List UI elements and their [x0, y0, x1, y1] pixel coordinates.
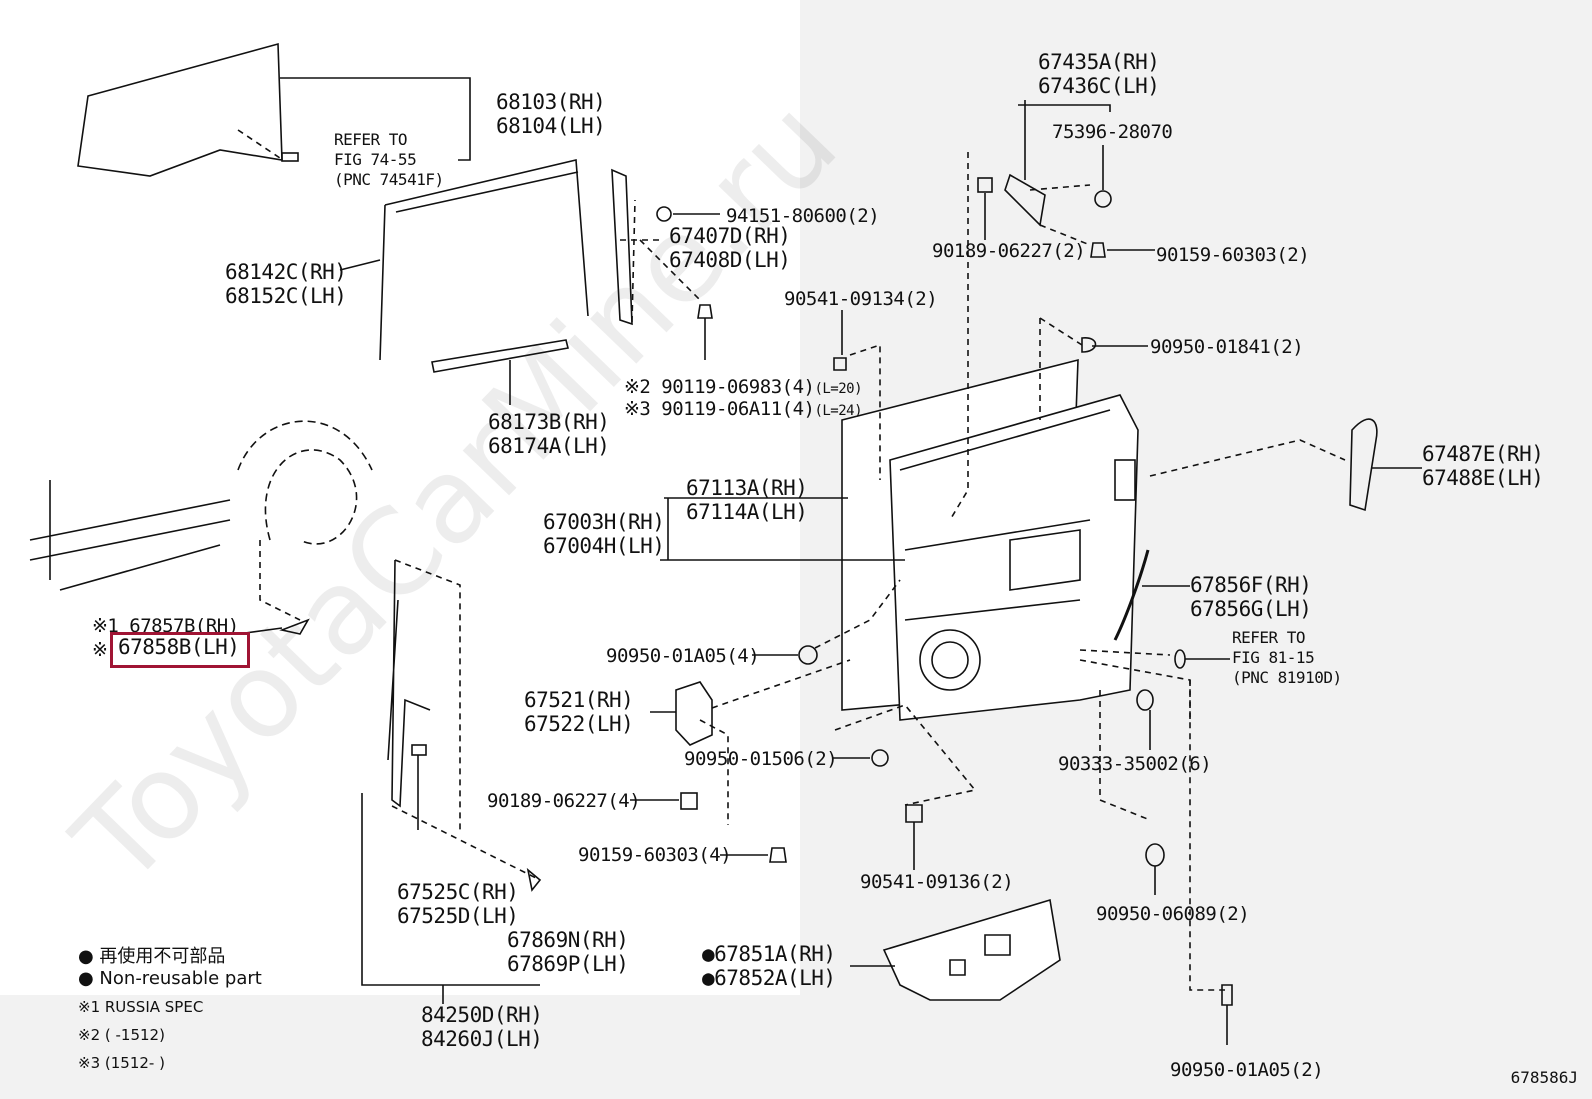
label-67521: 67521(RH)67522(LH) — [524, 688, 634, 736]
label-90950-01A05-bottom: 90950-01A05(2) — [1170, 1059, 1324, 1081]
label-68142: 68142C(RH)68152C(LH) — [225, 260, 347, 308]
label-90159-lower: 90159-60303(4) — [578, 844, 732, 866]
label-67869: 67869N(RH)67869P(LH) — [507, 928, 629, 976]
service-hole-cover-67851 — [882, 898, 1061, 1001]
label-67525: 67525C(RH)67525D(LH) — [397, 880, 519, 928]
hinge-bracket-67435 — [1004, 173, 1046, 227]
clip-90189-lower — [680, 792, 698, 810]
legend-note-3: ※3 (1512- ) — [78, 1054, 165, 1072]
label-90119-a: ※2 90119-06983(4)(L=20) — [624, 376, 863, 398]
lock-cover-67521 — [675, 681, 713, 746]
label-68173: 68173B(RH)68174A(LH) — [488, 410, 610, 458]
label-90541-09136: 90541-09136(2) — [860, 871, 1014, 893]
label-67487: 67487E(RH)67488E(LH) — [1422, 442, 1544, 490]
belt-moulding-part — [431, 339, 569, 373]
plug-90950-01841 — [1081, 337, 1097, 353]
label-67856: 67856F(RH)67856G(LH) — [1190, 573, 1312, 621]
rear-wheel-arch — [237, 420, 373, 545]
background-panel-bottom — [0, 995, 800, 1099]
bolt-90119 — [697, 304, 713, 360]
label-94151: 94151-80600(2) — [726, 205, 880, 227]
label-90950-01841: 90950-01841(2) — [1150, 336, 1304, 358]
label-90950-06089: 90950-06089(2) — [1096, 903, 1250, 925]
nut-94151 — [656, 206, 672, 222]
label-90950-01506: 90950-01506(2) — [684, 748, 838, 770]
division-bar-part — [611, 168, 633, 326]
wire-harness-part — [387, 559, 431, 808]
plug-90333 — [1136, 689, 1154, 711]
quarter-glass-part — [77, 42, 283, 177]
label-90159-top: 90159-60303(2) — [1156, 244, 1310, 266]
legend-non-reusable: ● Non-reusable part — [78, 968, 262, 989]
run-channel-part — [379, 159, 589, 361]
label-90189-top: 90189-06227(2) — [932, 240, 1086, 262]
label-90333: 90333-35002(6) — [1058, 753, 1212, 775]
clip-90950-01506 — [871, 749, 889, 767]
label-75396: 75396-28070 — [1052, 121, 1173, 143]
label-90189-lower: 90189-06227(4) — [487, 790, 641, 812]
label-90119-b: ※3 90119-06A11(4)(L=24) — [624, 398, 863, 420]
label-67858-highlighted[interactable]: 67858B(LH) — [118, 635, 240, 659]
label-68103: 68103(RH)68104(LH) — [496, 90, 606, 138]
clip-90189-top — [977, 177, 993, 193]
legend-note-1: ※1 RUSSIA SPEC — [78, 998, 204, 1016]
clip-90950-01A05-bottom — [1221, 984, 1233, 1006]
bolt-90159-top — [1090, 242, 1106, 258]
cap-75396 — [1094, 190, 1112, 208]
clip-67869 — [526, 867, 542, 892]
weatherstrip-67856 — [1113, 549, 1150, 641]
legend-japanese: ● 再使用不可部品 — [78, 946, 226, 967]
label-90950-01A05-top: 90950-01A05(4) — [606, 645, 760, 667]
highlight-box — [110, 632, 250, 668]
label-67851: ●67851A(RH)●67852A(LH) — [702, 942, 836, 990]
hole-cover-refer — [1174, 649, 1186, 669]
glass-clip-part — [281, 152, 299, 162]
drawing-code: 678586J — [1510, 1068, 1578, 1087]
plug-90950-06089 — [1145, 843, 1165, 867]
garnish-67487 — [1349, 418, 1378, 512]
legend-note-2: ※2 ( -1512) — [78, 1026, 165, 1044]
label-67435: 67435A(RH)67436C(LH) — [1038, 50, 1160, 98]
clip-90950-01A05-top — [798, 645, 818, 665]
bolt-90159-lower — [769, 847, 787, 863]
door-outer-panel — [889, 394, 1139, 721]
label-67113: 67113A(RH)67114A(LH) — [686, 476, 808, 524]
label-67003: 67003H(RH)67004H(LH) — [543, 510, 665, 558]
label-67857: ※1 67857B(RH)※ — [92, 615, 239, 661]
grommet-90541-09136 — [905, 804, 923, 823]
grommet-90541-top — [833, 357, 847, 371]
label-67407: 67407D(RH)67408D(LH) — [669, 224, 791, 272]
label-90541-09134: 90541-09134(2) — [784, 288, 938, 310]
label-84250: 84250D(RH)84260J(LH) — [421, 1003, 543, 1051]
